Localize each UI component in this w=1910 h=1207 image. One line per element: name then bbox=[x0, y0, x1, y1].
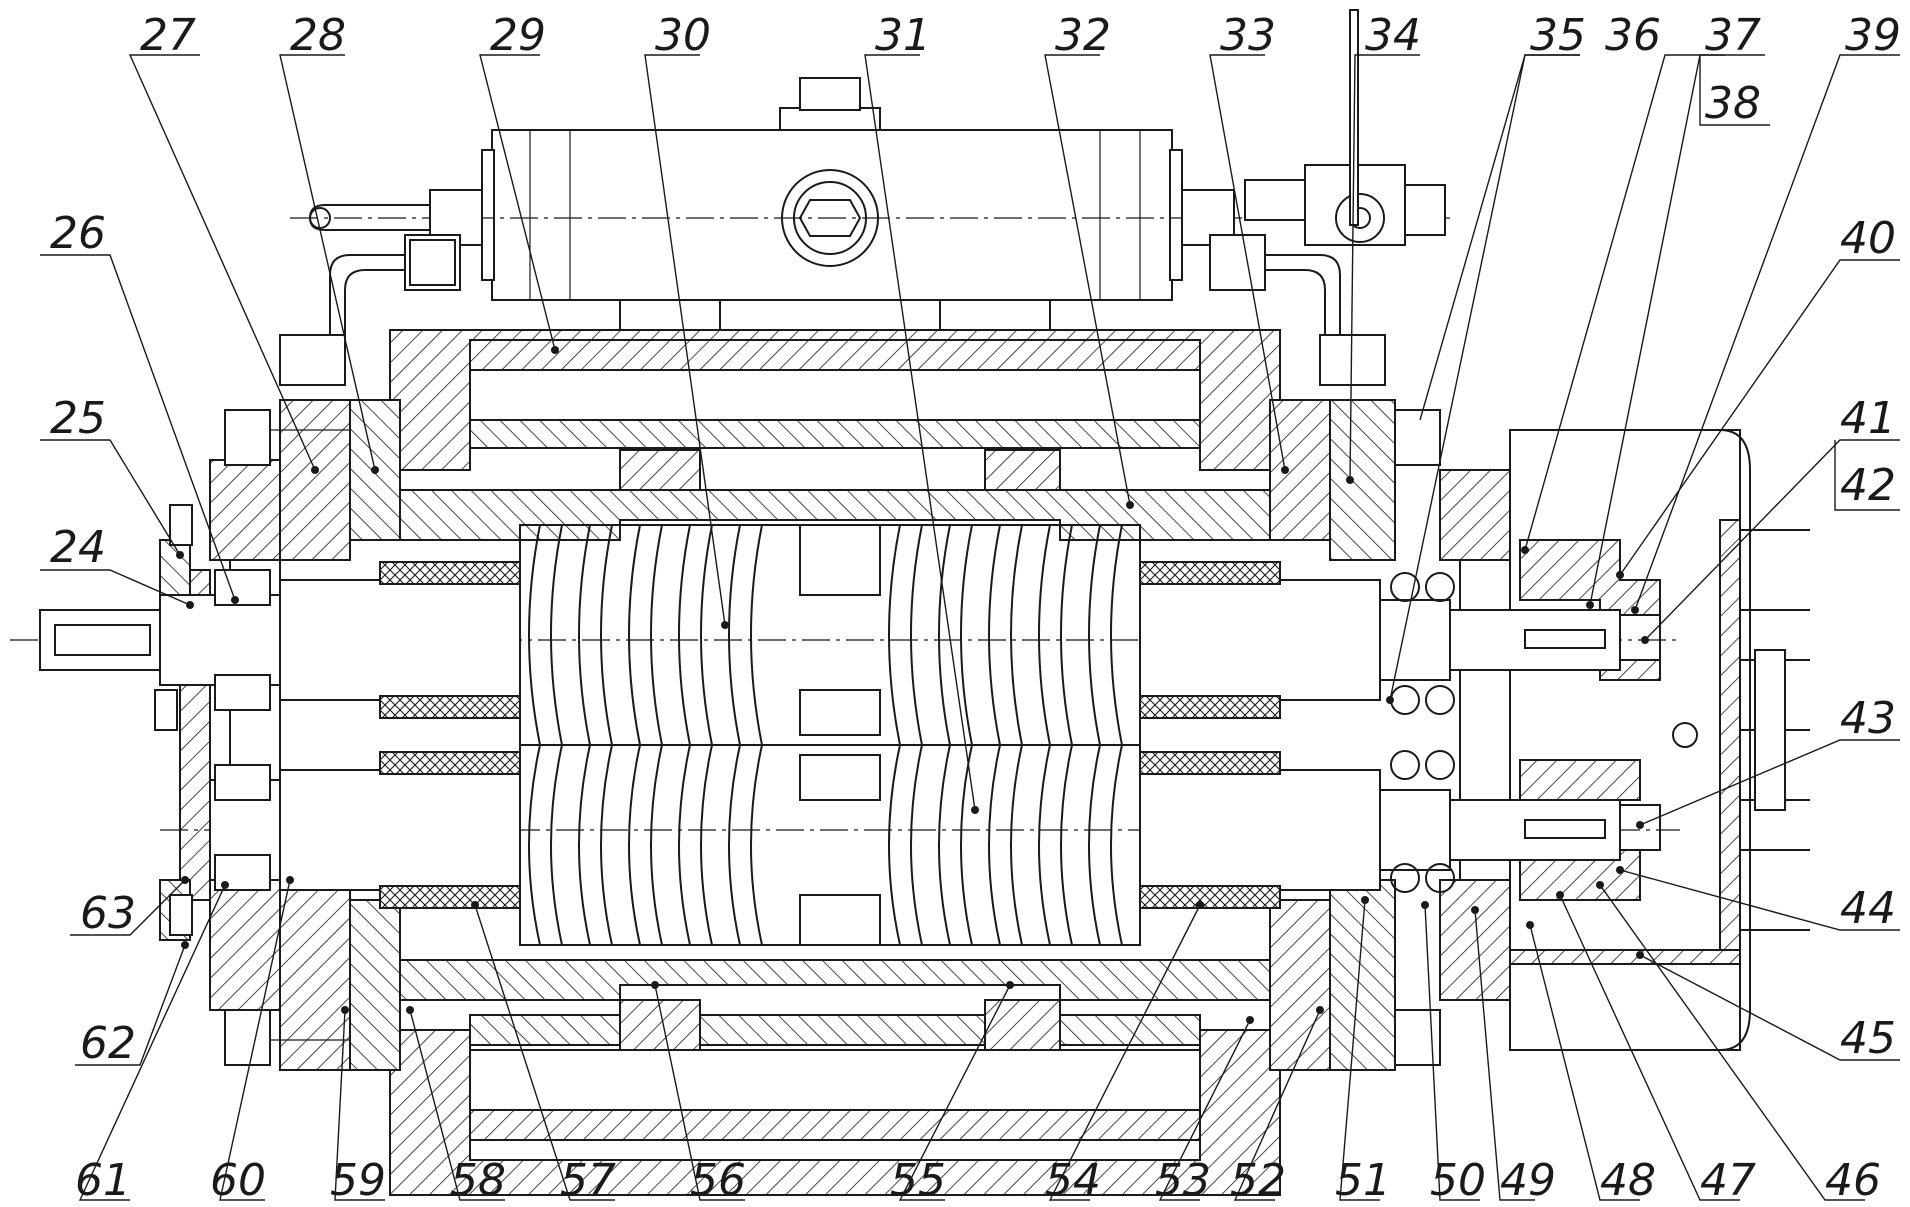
left-air-fitting bbox=[279, 189, 483, 386]
screw-flight-edge bbox=[1010, 524, 1023, 746]
callout-30: 30 bbox=[655, 10, 711, 61]
right-air-fitting-and-valve bbox=[1181, 9, 1446, 386]
callout-58: 58 bbox=[450, 1155, 506, 1206]
screw-flight-edge bbox=[1010, 744, 1023, 946]
screw-flight-edge bbox=[1088, 744, 1101, 946]
screw-flight-edge bbox=[728, 524, 741, 746]
screw-flight-edge bbox=[700, 524, 713, 746]
right-gear-housing bbox=[1509, 429, 1810, 1051]
callout-31: 31 bbox=[875, 10, 931, 61]
screw-flight-edge bbox=[550, 744, 563, 946]
callout-60: 60 bbox=[210, 1155, 266, 1206]
callout-47: 47 bbox=[1700, 1155, 1756, 1206]
callout-48: 48 bbox=[1600, 1155, 1656, 1206]
screw-flight-edge bbox=[678, 524, 691, 746]
callout-39: 39 bbox=[1845, 10, 1901, 61]
callout-45: 45 bbox=[1840, 1013, 1896, 1064]
callout-41: 41 bbox=[1840, 393, 1896, 444]
screw-flight-edge bbox=[750, 524, 763, 746]
callout-35: 35 bbox=[1530, 10, 1586, 61]
screw-flight-edge bbox=[700, 744, 713, 946]
shaft-seals bbox=[379, 561, 1281, 909]
screw-flight-edge bbox=[528, 744, 541, 946]
screw-flight-edge bbox=[1110, 744, 1123, 946]
callout-32: 32 bbox=[1055, 10, 1111, 61]
screw-flights bbox=[528, 524, 1123, 946]
callout-55: 55 bbox=[890, 1155, 946, 1206]
screw-flight-edge bbox=[628, 744, 641, 946]
callout-52: 52 bbox=[1230, 1155, 1286, 1206]
callout-61: 61 bbox=[75, 1155, 131, 1206]
callout-37: 37 bbox=[1705, 10, 1761, 61]
screw-flight-edge bbox=[550, 524, 563, 746]
callout-29: 29 bbox=[490, 10, 546, 61]
screw-flight-edge bbox=[988, 744, 1001, 946]
screw-flight-edge bbox=[1038, 524, 1051, 746]
callout-26: 26 bbox=[50, 208, 106, 259]
callout-46: 46 bbox=[1825, 1155, 1881, 1206]
callout-50: 50 bbox=[1430, 1155, 1486, 1206]
screw-flight-edge bbox=[678, 744, 691, 946]
callout-49: 49 bbox=[1500, 1155, 1556, 1206]
callout-63: 63 bbox=[80, 888, 136, 939]
screw-flight-edge bbox=[1060, 744, 1073, 946]
screw-flight-edge bbox=[1110, 524, 1123, 746]
callout-53: 53 bbox=[1155, 1155, 1211, 1206]
screw-flight-edge bbox=[578, 744, 591, 946]
screw-flight-edge bbox=[1060, 524, 1073, 746]
right-end-cover bbox=[1269, 399, 1511, 1071]
callout-27: 27 bbox=[140, 10, 196, 61]
screw-flight-edge bbox=[960, 744, 973, 946]
screw-flight-edge bbox=[1038, 744, 1051, 946]
callout-25: 25 bbox=[50, 393, 106, 444]
callout-40: 40 bbox=[1840, 213, 1896, 264]
callout-44: 44 bbox=[1840, 883, 1896, 934]
screw-flight-edge bbox=[728, 744, 741, 946]
callout-34: 34 bbox=[1365, 10, 1421, 61]
rotor-center-hubs bbox=[799, 524, 881, 946]
screw-flight-edge bbox=[578, 524, 591, 746]
bearings bbox=[214, 569, 1455, 893]
screw-flight-edge bbox=[528, 524, 541, 746]
screw-flight-edge bbox=[600, 744, 613, 946]
callout-43: 43 bbox=[1840, 693, 1896, 744]
screw-flight-edge bbox=[960, 524, 973, 746]
pneumatic-cylinder bbox=[290, 77, 1450, 331]
callout-33: 33 bbox=[1220, 10, 1276, 61]
left-end-cover bbox=[159, 399, 401, 1071]
callout-24: 24 bbox=[50, 522, 106, 573]
callout-36: 36 bbox=[1605, 10, 1661, 61]
screw-flight-edge bbox=[650, 524, 663, 746]
left-flange-bolts bbox=[154, 504, 193, 936]
screw-flight-edge bbox=[910, 524, 923, 746]
screw-flight-edge bbox=[650, 744, 663, 946]
callout-51: 51 bbox=[1335, 1155, 1391, 1206]
screw-flight-edge bbox=[988, 524, 1001, 746]
callout-59: 59 bbox=[330, 1155, 386, 1206]
screw-flight-edge bbox=[888, 524, 901, 746]
screw-flight-edge bbox=[938, 744, 951, 946]
screw-flight-edge bbox=[1088, 524, 1101, 746]
screw-flight-edge bbox=[628, 524, 641, 746]
callout-42: 42 bbox=[1840, 460, 1896, 511]
screw-flight-edge bbox=[910, 744, 923, 946]
callout-62: 62 bbox=[80, 1018, 136, 1069]
callout-labels: 27 28 29 30 31 32 33 34 35 36 37 38 39 2… bbox=[50, 10, 1901, 1206]
callout-57: 57 bbox=[560, 1155, 616, 1206]
callout-38: 38 bbox=[1705, 78, 1761, 129]
screw-flight-edge bbox=[750, 744, 763, 946]
screw-flight-edge bbox=[888, 744, 901, 946]
screw-flight-edge bbox=[938, 524, 951, 746]
main-housing bbox=[389, 329, 1281, 1196]
callout-56: 56 bbox=[690, 1155, 746, 1206]
callout-54: 54 bbox=[1045, 1155, 1101, 1206]
screw-flight-edge bbox=[600, 524, 613, 746]
callout-28: 28 bbox=[290, 10, 346, 61]
leader-lines bbox=[40, 54, 1900, 1201]
lower-rotor bbox=[160, 744, 1680, 946]
